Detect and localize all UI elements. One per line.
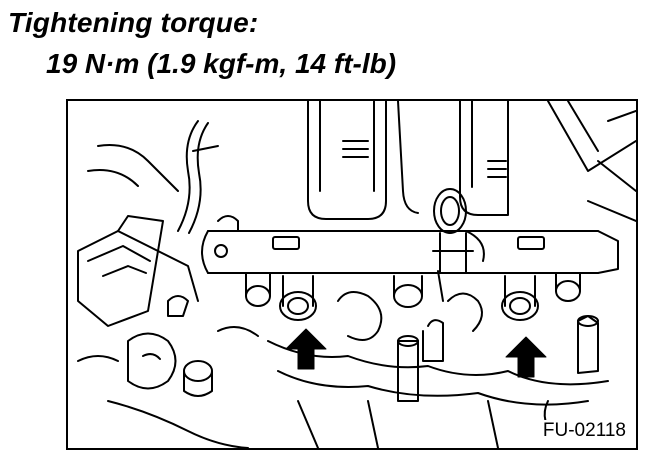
lower-left-parts bbox=[77, 295, 259, 448]
intake-manifold-runners bbox=[307, 101, 636, 222]
torque-spec: 19 N·m (1.9 kgf-m, 14 ft-lb) bbox=[46, 48, 397, 79]
wire-harness bbox=[87, 120, 219, 234]
injector-bosses bbox=[245, 272, 581, 321]
fuel-rail bbox=[201, 215, 619, 274]
fuel-rail-illustration: FU-02118 bbox=[66, 99, 638, 450]
figure-code: FU-02118 bbox=[540, 420, 628, 442]
engine-line-drawing bbox=[77, 101, 636, 448]
sensor-connector bbox=[77, 215, 199, 327]
arrow-left-icon bbox=[285, 328, 327, 370]
torque-heading: Tightening torque: bbox=[8, 7, 259, 38]
pressure-regulator bbox=[432, 188, 485, 274]
cylinder-head bbox=[267, 270, 609, 448]
arrow-right-icon bbox=[505, 336, 547, 378]
